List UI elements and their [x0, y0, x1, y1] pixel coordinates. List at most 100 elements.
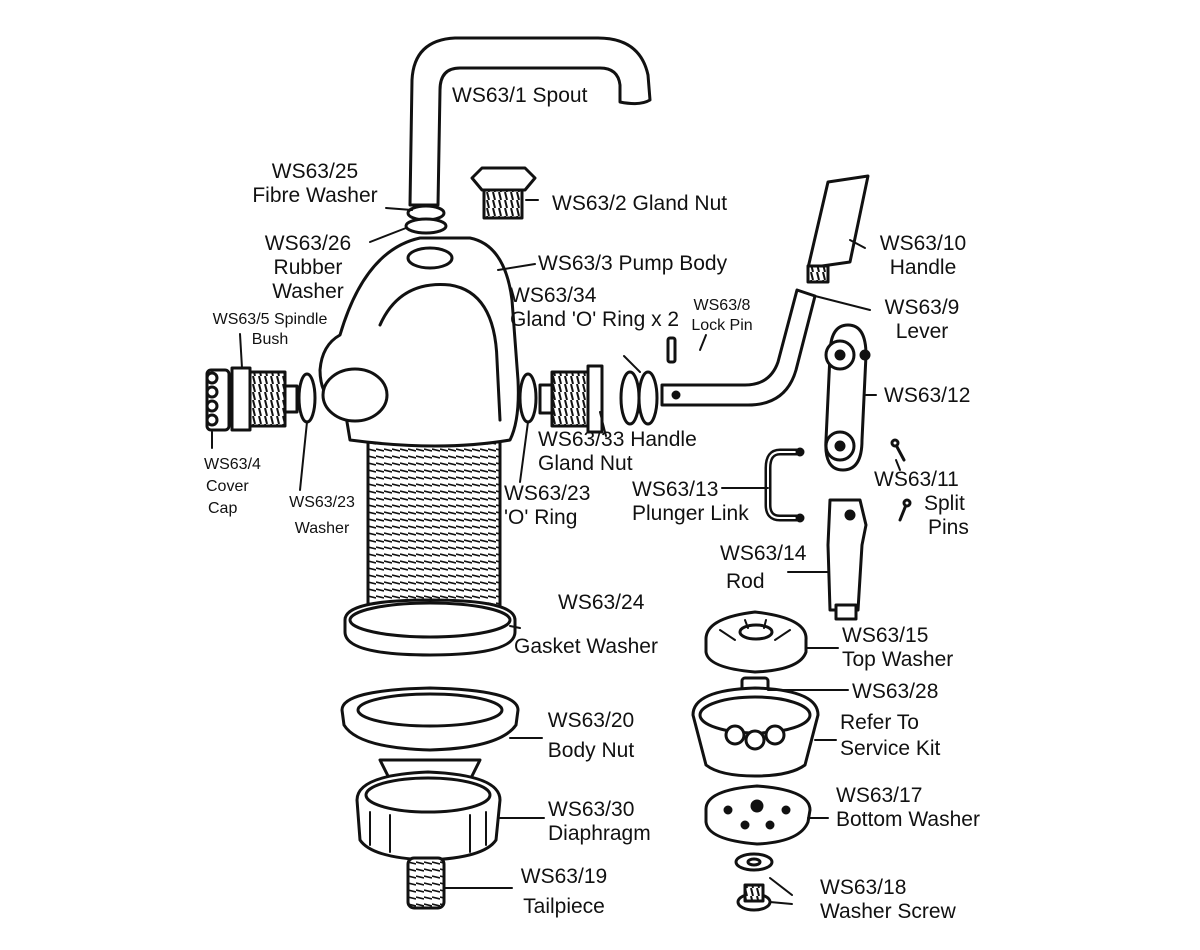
label-line: Pins	[928, 516, 969, 539]
label-line: WS63/5 Spindle	[212, 311, 328, 328]
label-line: WS63/30	[548, 798, 635, 821]
label-tailpiece: WS63/19 Tailpiece	[512, 862, 616, 922]
cover-cap-part	[205, 368, 231, 432]
leader-lines	[211, 199, 901, 905]
label-line: WS63/10	[879, 232, 967, 255]
handle-gland-nut-part	[538, 364, 604, 434]
label-split-pins: WS63/11 Split Pins	[874, 468, 969, 540]
label-line: WS63/25	[271, 160, 359, 183]
handle-part	[806, 174, 870, 284]
label-plunger-link: WS63/13 Plunger Link	[632, 478, 749, 526]
label-line: WS63/19	[520, 865, 608, 888]
label-ws63-28: WS63/28	[852, 680, 939, 703]
label-line: Plunger Link	[632, 502, 749, 525]
label-washer-screw: WS63/18 Washer Screw	[820, 876, 956, 924]
label-line: Handle	[889, 256, 957, 279]
lock-pin-part	[666, 336, 677, 364]
label-rod: WS63/14 Rod	[720, 540, 806, 596]
top-washer-part	[704, 610, 808, 674]
label-o-ring-23: WS63/23 'O' Ring	[504, 482, 590, 530]
label-line: Gland Nut	[538, 452, 633, 475]
rod-part	[826, 498, 868, 621]
o-ring-23-part	[518, 372, 538, 424]
label-diaphragm: WS63/30 Diaphragm	[548, 798, 651, 846]
label-line: Bottom Washer	[836, 808, 980, 831]
label-line: Washer	[272, 280, 344, 303]
pump-body-barrel	[366, 418, 502, 632]
label-line: Split	[924, 492, 965, 515]
label-line: Gasket Washer	[514, 635, 658, 658]
label-line: WS63/11	[874, 468, 959, 491]
label-line: Cover	[206, 478, 249, 495]
label-bottom-washer: WS63/17 Bottom Washer	[836, 784, 980, 832]
label-spindle-bush: WS63/5 Spindle Bush	[200, 310, 340, 350]
label-line: Rubber	[273, 256, 343, 279]
link-12-part	[824, 323, 871, 472]
label-line: Body Nut	[547, 739, 635, 762]
label-handle: WS63/10 Handle	[868, 232, 978, 280]
label-gasket-washer: WS63/24 Gasket Washer	[514, 590, 658, 660]
label-line: Fibre Washer	[252, 184, 378, 207]
label-line: Refer To	[840, 711, 919, 734]
label-ws63-12: WS63/12	[884, 384, 971, 407]
label-line: WS63/18	[820, 876, 907, 899]
label-pump-body: WS63/3 Pump Body	[538, 252, 728, 275]
label-line: WS63/34	[510, 284, 597, 307]
label-spout: WS63/1 Spout	[452, 84, 588, 107]
label-line: Washer Screw	[820, 900, 956, 923]
label-line: Rod	[726, 570, 765, 593]
spout-part	[408, 36, 652, 207]
lever-part	[660, 288, 817, 407]
label-lever: WS63/9 Lever	[872, 296, 972, 344]
label-line: Tailpiece	[523, 895, 605, 918]
label-line: WS63/15	[842, 624, 929, 647]
label-line: Gland 'O' Ring x 2	[510, 308, 680, 331]
label-line: WS63/26	[264, 232, 352, 255]
label-line: WS63/9	[884, 296, 960, 319]
label-service-kit: Refer To Service Kit	[840, 710, 940, 762]
gland-o-rings-part	[619, 370, 659, 426]
label-line: WS63/23	[504, 482, 591, 505]
label-line: WS63/13	[632, 478, 719, 501]
label-line: WS63/14	[720, 542, 807, 565]
label-body-nut: WS63/20 Body Nut	[538, 706, 644, 766]
body-nut-part	[340, 686, 520, 782]
label-line: WS63/24	[558, 591, 645, 614]
label-line: WS63/33 Handle	[538, 428, 697, 451]
label-gland-nut: WS63/2 Gland Nut	[552, 192, 728, 215]
rubber-washer-part	[404, 217, 448, 235]
label-washer-23: WS63/23 Washer	[282, 490, 362, 542]
label-line: WS63/17	[836, 784, 923, 807]
gland-nut-part	[470, 166, 537, 220]
pump-body-part	[318, 236, 520, 448]
label-gland-o-ring: WS63/34 Gland 'O' Ring x 2	[510, 284, 679, 332]
label-lock-pin: WS63/8 Lock Pin	[682, 296, 762, 336]
diaphragm-part	[355, 770, 502, 862]
label-line: Lock Pin	[691, 317, 753, 334]
label-line: Lever	[895, 320, 949, 343]
label-top-washer: WS63/15 Top Washer	[842, 624, 953, 672]
spindle-bush-part	[230, 366, 299, 432]
label-line: Bush	[251, 331, 289, 348]
label-line: WS63/8	[693, 297, 751, 314]
label-line: 'O' Ring	[504, 506, 578, 529]
split-pins-part	[890, 438, 912, 522]
label-handle-gland-nut: WS63/33 Handle Gland Nut	[538, 428, 697, 476]
label-fibre-washer: WS63/25 Fibre Washer	[243, 160, 387, 208]
label-line: Washer	[294, 520, 350, 537]
plunger-link-part	[764, 447, 805, 523]
tailpiece-part	[406, 856, 446, 910]
gasket-washer-part	[343, 598, 517, 657]
label-line: Service Kit	[840, 737, 941, 760]
label-line: WS63/20	[547, 709, 635, 732]
label-line: Top Washer	[842, 648, 954, 671]
bottom-washer-part	[704, 784, 812, 846]
label-cover-cap: WS63/4 Cover Cap	[204, 454, 261, 520]
washer-screw-part	[734, 852, 774, 912]
label-line: WS63/4	[204, 456, 261, 473]
washer-23-part	[297, 372, 317, 424]
service-kit-part	[691, 676, 820, 778]
label-line: Cap	[208, 500, 238, 517]
